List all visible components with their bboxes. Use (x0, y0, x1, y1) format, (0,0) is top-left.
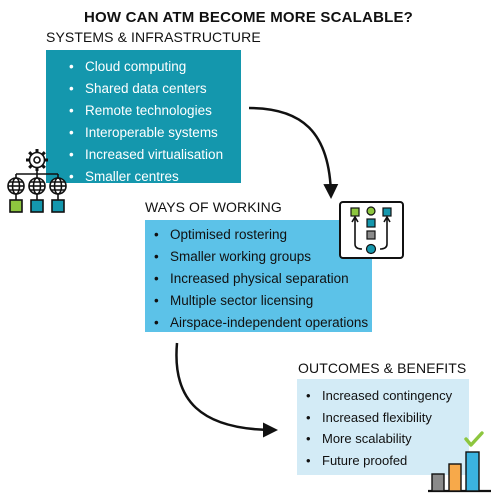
list-item: Cloud computing (69, 56, 223, 78)
list-item: Increased virtualisation (69, 144, 223, 166)
list-item: Interoperable systems (69, 122, 223, 144)
outcomes-box: Increased contingency Increased flexibil… (297, 379, 469, 475)
systems-heading: SYSTEMS & INFRASTRUCTURE (46, 29, 261, 45)
list-item: Increased contingency (306, 385, 452, 407)
network-gear-icon (7, 149, 67, 213)
workflow-icon (339, 201, 404, 259)
list-item: Increased flexibility (306, 407, 452, 429)
page-title: HOW CAN ATM BECOME MORE SCALABLE? (83, 9, 414, 26)
list-item: Remote technologies (69, 100, 223, 122)
list-item: Multiple sector licensing (154, 290, 368, 312)
list-item: More scalability (306, 428, 452, 450)
list-item: Smaller centres (69, 166, 223, 188)
ways-list: Optimised rostering Smaller working grou… (154, 224, 368, 334)
systems-list: Cloud computing Shared data centers Remo… (69, 56, 223, 188)
list-item: Future proofed (306, 450, 452, 472)
bar-chart-check-icon (428, 431, 491, 493)
outcomes-heading: OUTCOMES & BENEFITS (298, 360, 467, 376)
arrow-systems-to-ways (248, 106, 339, 199)
systems-box: Cloud computing Shared data centers Remo… (46, 50, 241, 188)
list-item: Smaller working groups (154, 246, 368, 268)
outcomes-list: Increased contingency Increased flexibil… (306, 385, 452, 472)
ways-heading: WAYS OF WORKING (145, 199, 282, 215)
list-item: Airspace-independent operations (154, 312, 368, 334)
list-item: Increased physical separation (154, 268, 368, 290)
list-item: Shared data centers (69, 78, 223, 100)
arrow-ways-to-outcomes (175, 342, 278, 438)
list-item: Optimised rostering (154, 224, 368, 246)
ways-box: Optimised rostering Smaller working grou… (145, 220, 372, 334)
